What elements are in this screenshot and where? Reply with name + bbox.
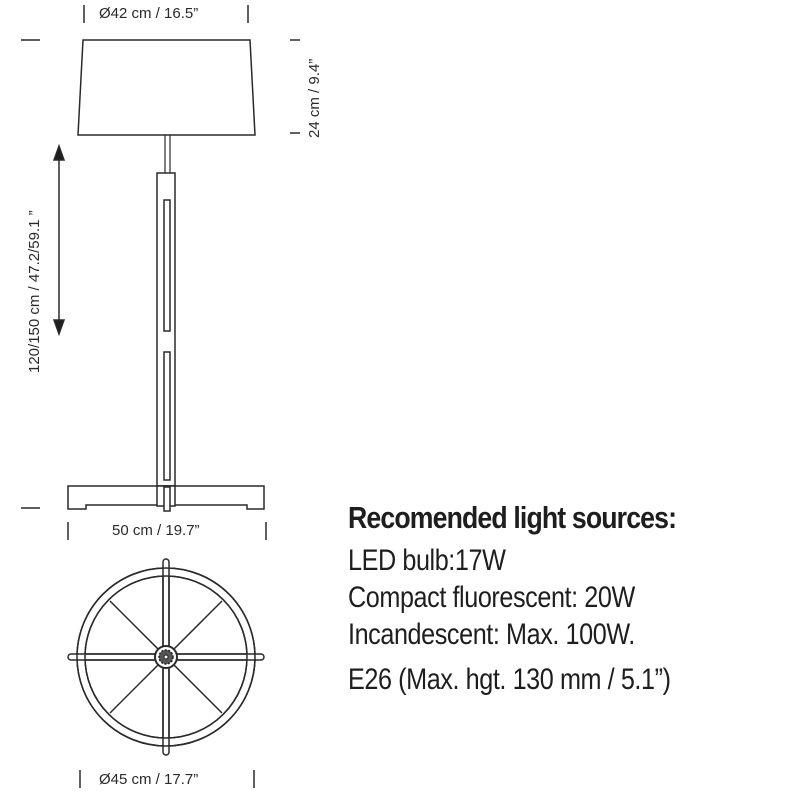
spec-led: LED bulb:17W xyxy=(348,544,506,577)
height-arrow-up xyxy=(52,143,66,161)
pole-slot-upper xyxy=(163,199,171,332)
lamp-shade xyxy=(77,39,256,136)
lamp-pole xyxy=(156,172,176,487)
pole-slot-lower xyxy=(163,351,171,481)
spec-compact-fluorescent: Compact fluorescent: 20W xyxy=(348,581,635,614)
spec-gap xyxy=(348,655,732,663)
spec-socket: E26 (Max. hgt. 130 mm / 5.1”) xyxy=(348,663,671,696)
specs-title: Recomended light sources: xyxy=(348,500,677,535)
adjustable-height-label: 120/150 cm / 47.2/59.1 ” xyxy=(26,210,43,373)
shade-height-label: 24 cm / 9.4” xyxy=(306,58,323,138)
height-arrow-down xyxy=(52,319,66,337)
light-source-specs: Recomended light sources: LED bulb:17W C… xyxy=(348,500,732,700)
shade-diameter-label: Ø42 cm / 16.5” xyxy=(99,5,199,22)
center-hub-dot xyxy=(163,654,169,660)
base-diameter-label: Ø45 cm / 17.7” xyxy=(99,771,199,788)
base-width-label: 50 cm / 19.7” xyxy=(112,522,200,539)
spec-incandescent: Incandescent: Max. 100W. xyxy=(348,618,635,651)
pole-foot-slot xyxy=(163,486,171,512)
